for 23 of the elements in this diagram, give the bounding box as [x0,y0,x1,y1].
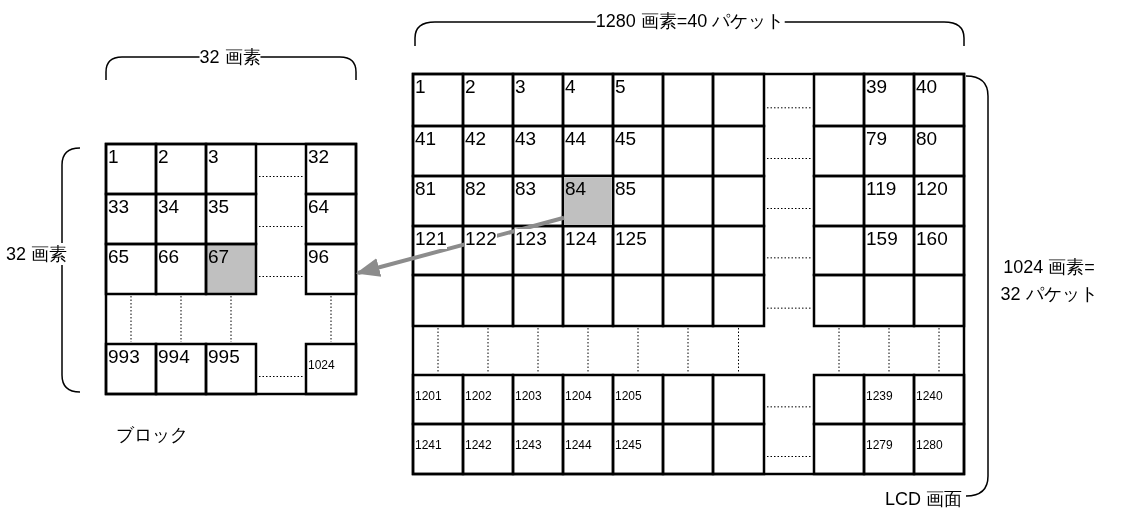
cell-number: 1024 [308,358,335,372]
dimension-label: 32 画素 [6,243,68,265]
cell-number: 1280 [916,438,943,452]
dimension-label: 1280 画素=40 パケット [595,10,785,32]
cell-number: 1201 [415,389,442,403]
cell-number: 1239 [866,389,893,403]
cell-number: 121 [415,229,447,249]
cell-number: 1243 [515,438,542,452]
cell-number: 1204 [565,389,592,403]
cell-number: 122 [465,229,497,249]
cell-number: 1279 [866,438,893,452]
cell-number: 1202 [465,389,492,403]
node-label: LCD 画面 [885,488,962,510]
cell-number: 1203 [515,389,542,403]
cell-number: 1245 [615,438,642,452]
dimension-label: 32 画素 [199,46,261,68]
highlighted-cell: 84 [564,177,612,225]
cell-number: 1205 [615,389,642,403]
cell-number: 1244 [565,438,592,452]
cell-number: 1240 [916,389,943,403]
cell-number: 1242 [465,438,492,452]
cell-number: 1241 [415,438,442,452]
node-label: ブロック [116,424,188,446]
